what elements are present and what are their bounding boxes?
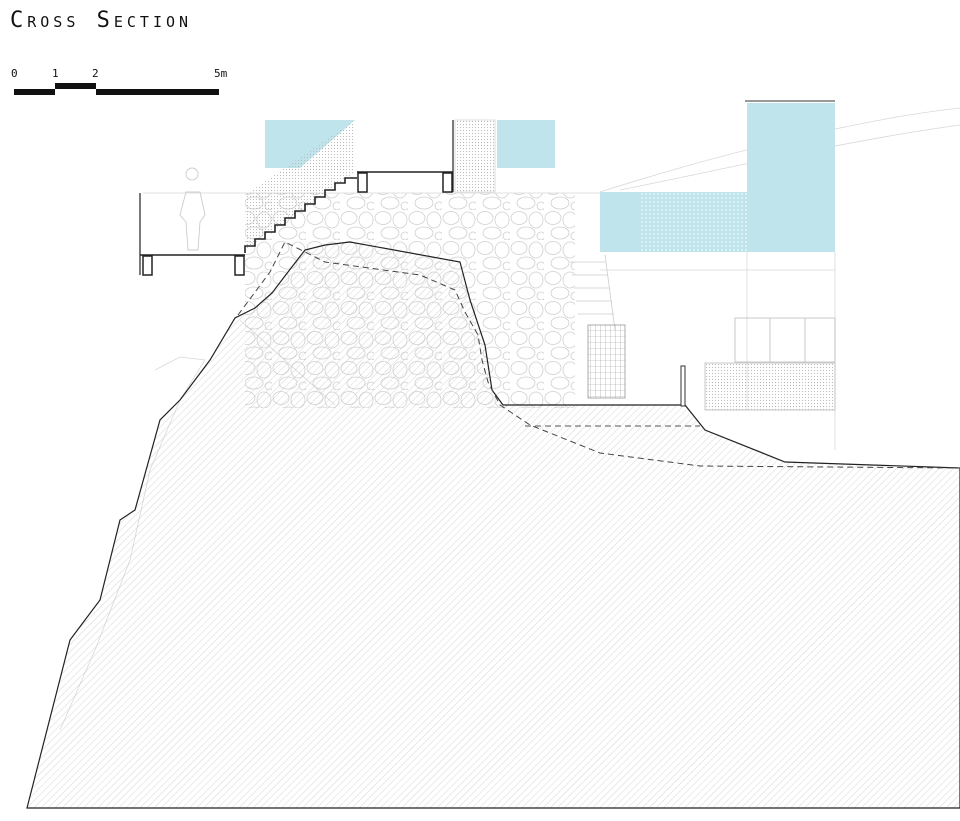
side-stair (570, 254, 616, 331)
person-figure (179, 167, 206, 251)
existing-terrain-dashed (237, 241, 960, 469)
stair-mesh-railing (245, 120, 355, 250)
glass-band-dotted (640, 192, 747, 252)
lower-building (704, 317, 836, 411)
deck-structure (139, 120, 454, 276)
bollard (680, 365, 686, 407)
gate-grid (587, 324, 626, 399)
scale-label-5m: 5m (214, 67, 228, 80)
glass-tower (747, 103, 835, 252)
scale-label-2: 2 (92, 67, 99, 80)
glass-panel-left (265, 120, 355, 168)
scale-label-0: 0 (11, 67, 18, 80)
scale-label-1: 1 (52, 67, 59, 80)
rock-section (26, 241, 960, 809)
mesh-screen (454, 119, 496, 193)
drawing-title: Cross Section (10, 8, 193, 33)
glass-panel-middle (497, 120, 555, 168)
scale-bar (14, 83, 219, 95)
